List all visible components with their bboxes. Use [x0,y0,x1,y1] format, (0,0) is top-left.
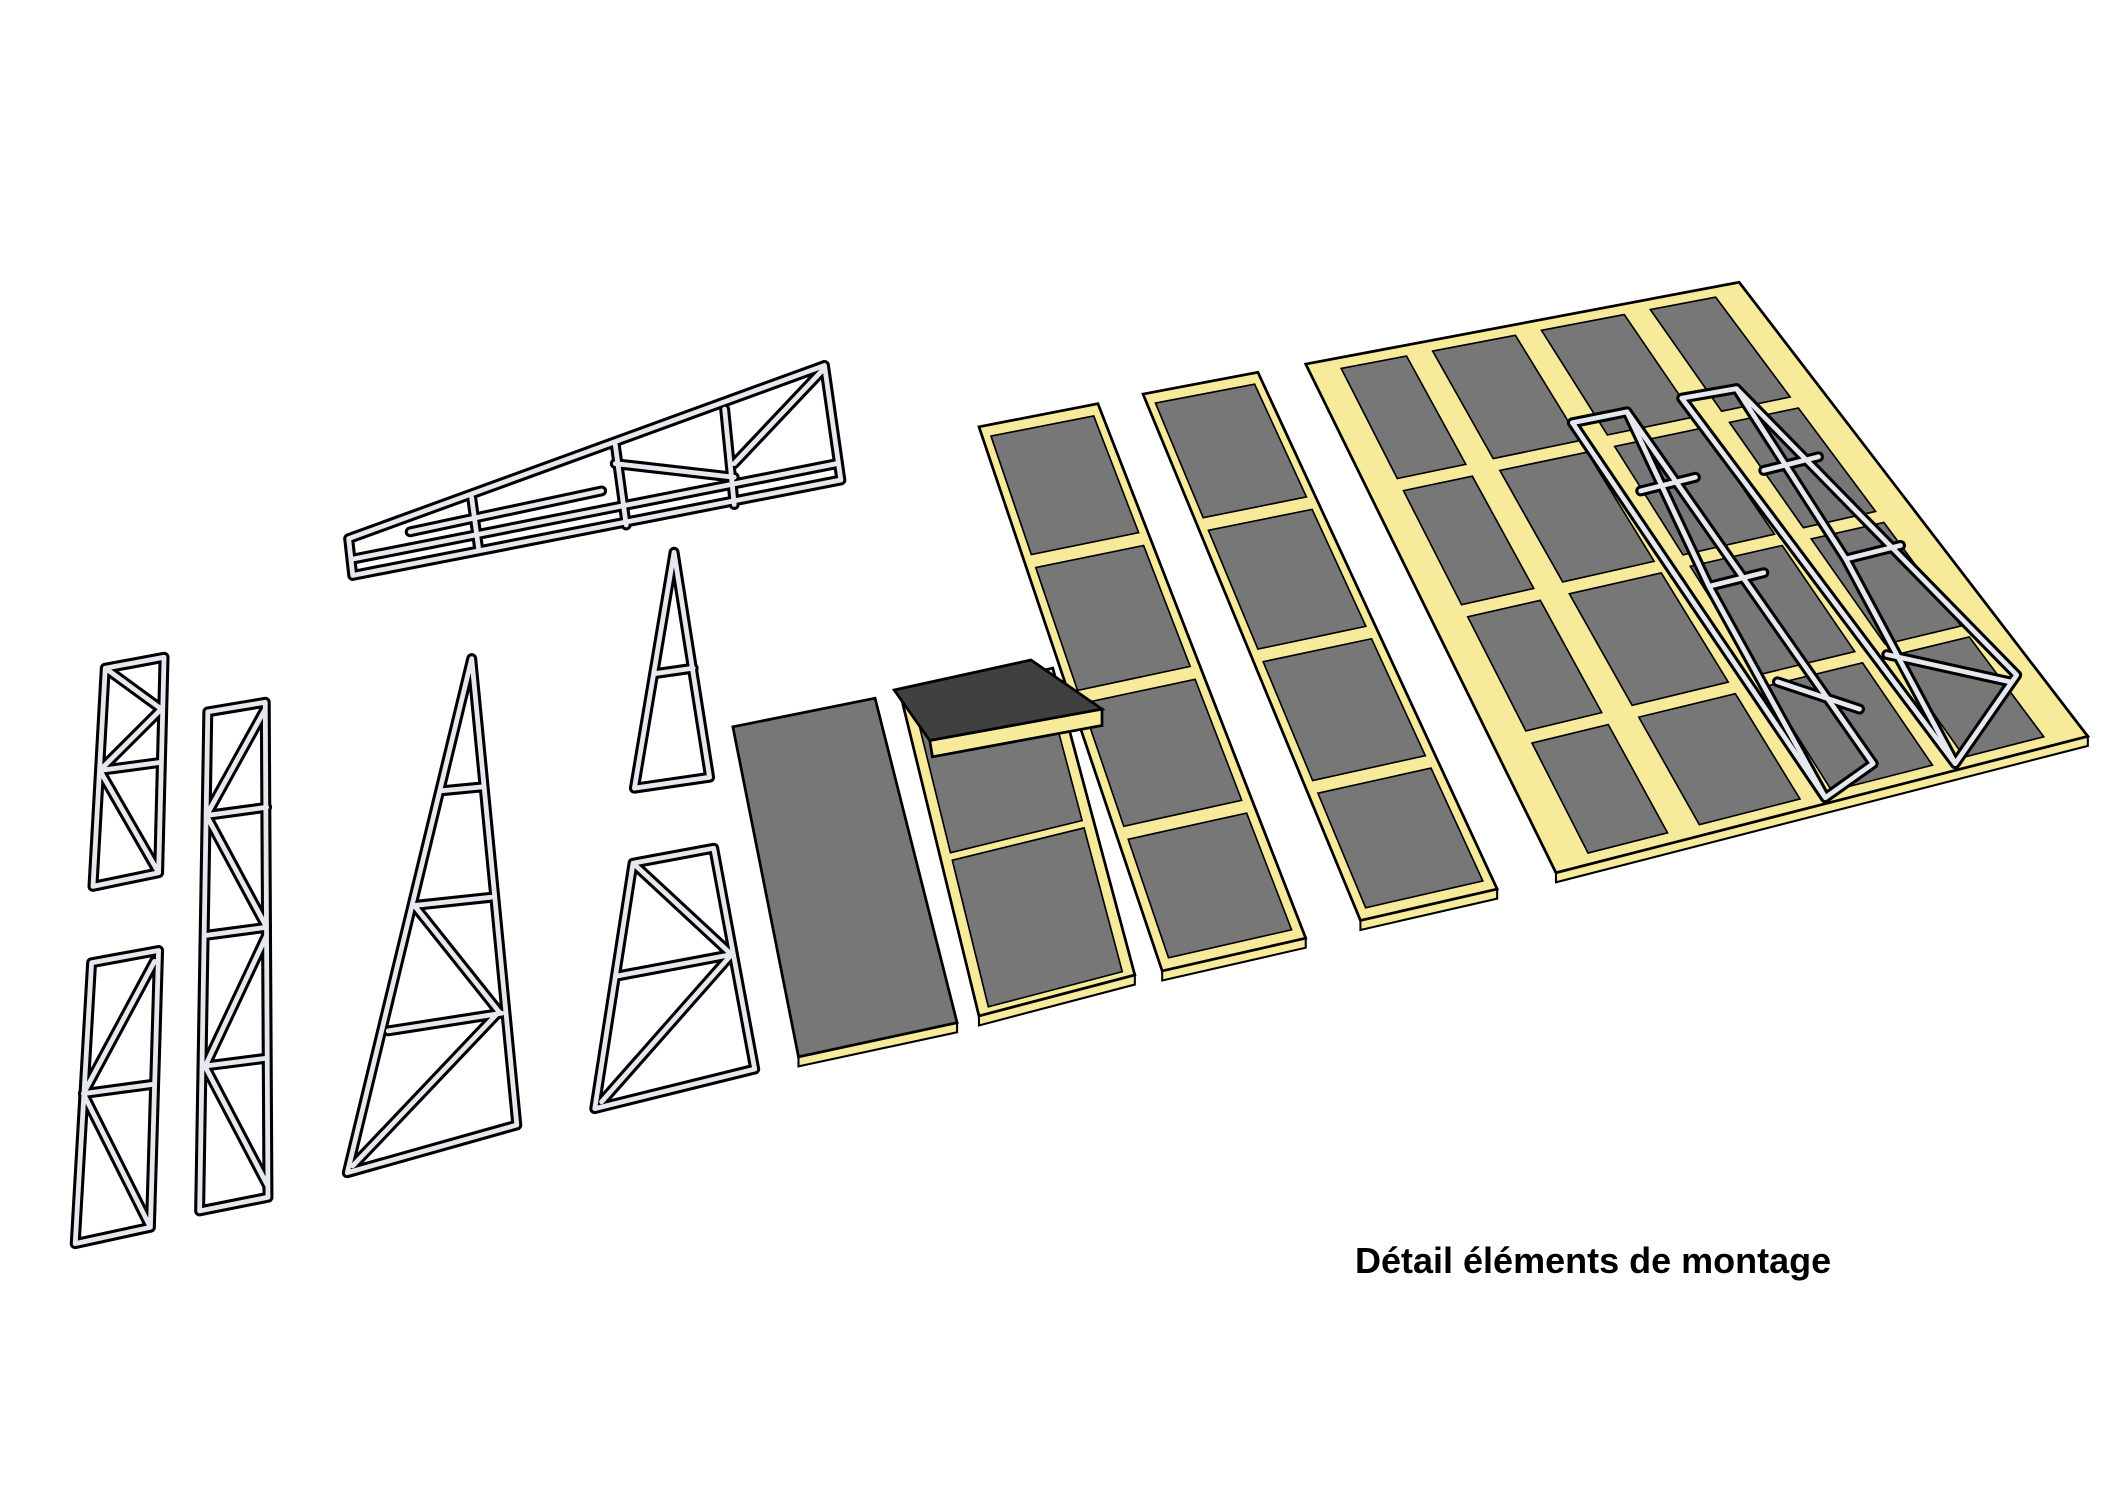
truss-bar [344,656,520,1176]
panel-cell [1498,451,1656,583]
stacked-truss-1 [1566,406,1879,804]
panel-cell [1207,508,1368,651]
floor-panels [731,280,2091,1068]
small-truss-2 [69,944,165,1250]
panel-cell [1034,544,1192,692]
long-strip-panel-a [977,402,1308,982]
truss-bar [632,549,713,791]
panel-cell [1402,475,1536,606]
plain-slab [731,696,959,1059]
truss-bar [90,654,167,889]
panel-cell [1339,355,1468,480]
truss-bar [1679,386,2020,767]
triangle-truss-small [628,546,716,794]
panel-cell [1466,599,1603,732]
stacked-truss-2 [1676,383,2023,770]
panel-cell [1080,678,1243,828]
steel-trusses [69,360,847,1250]
large-floor-panel [1303,280,2091,884]
panel-cell [1648,296,1792,413]
panel-cell [989,415,1140,556]
small-truss-1 [87,651,170,892]
panel-cell [951,826,1124,1008]
triangle-truss-large [341,653,523,1179]
dark-lid [891,658,1106,742]
truss-bar [346,363,844,578]
panel-cell [1316,767,1484,909]
panel-cell [1568,572,1730,707]
diagram-caption: Détail éléments de montage [1355,1240,1832,1281]
long-strip-panel-b [1141,370,1500,932]
panel-cell [1262,637,1427,782]
panel-cell [1127,812,1293,959]
panel-cell [1637,692,1802,826]
panel-cell [1530,723,1669,855]
tall-truss [194,696,274,1217]
truss-bar [1569,409,1876,801]
truss-bar [72,948,161,1247]
sloped-roof-truss [343,360,847,581]
truss-bar [592,845,758,1112]
panel-cell [1154,383,1308,519]
truss-outline [341,653,523,1179]
truss-outline [589,842,761,1115]
truss-bar [197,699,271,1214]
trapezoid-truss [589,842,761,1115]
